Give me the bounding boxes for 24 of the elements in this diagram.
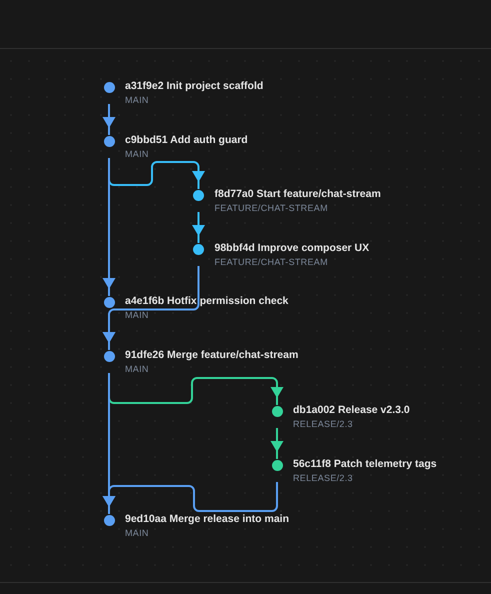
branch-label: FEATURE/CHAT-STREAM — [214, 204, 328, 213]
branch-label: FEATURE/CHAT-STREAM — [214, 258, 328, 267]
arrow — [192, 212, 205, 243]
arrow — [102, 319, 116, 350]
commit-title: db1a002 Release v2.3.0 — [293, 404, 410, 416]
commit-title: 56c11f8 Patch telemetry tags — [293, 458, 437, 470]
arrow — [102, 158, 116, 296]
arrow — [102, 482, 278, 514]
commit-title: a31f9e2 Init project scaffold — [125, 80, 264, 92]
branch-label: MAIN — [125, 365, 149, 374]
arrow — [102, 104, 116, 135]
commit-title: 91dfe26 Merge feature/chat-stream — [125, 349, 298, 361]
commit-title: a4e1f6b Hotfix permission check — [125, 295, 288, 307]
commit-title: f8d77a0 Start feature/chat-stream — [214, 188, 381, 200]
branch-label: MAIN — [125, 150, 149, 159]
branch-label: MAIN — [125, 529, 149, 538]
branch-label: RELEASE/2.3 — [293, 420, 353, 429]
commit-title: 9ed10aa Merge release into main — [125, 513, 289, 525]
branch-label: MAIN — [125, 311, 149, 320]
branch-label: MAIN — [125, 96, 149, 105]
commit-title: c9bbd51 Add auth guard — [125, 134, 248, 146]
commit-title: 98bbf4d Improve composer UX — [214, 242, 370, 254]
arrow — [270, 428, 284, 459]
branch-label: RELEASE/2.3 — [293, 474, 353, 483]
